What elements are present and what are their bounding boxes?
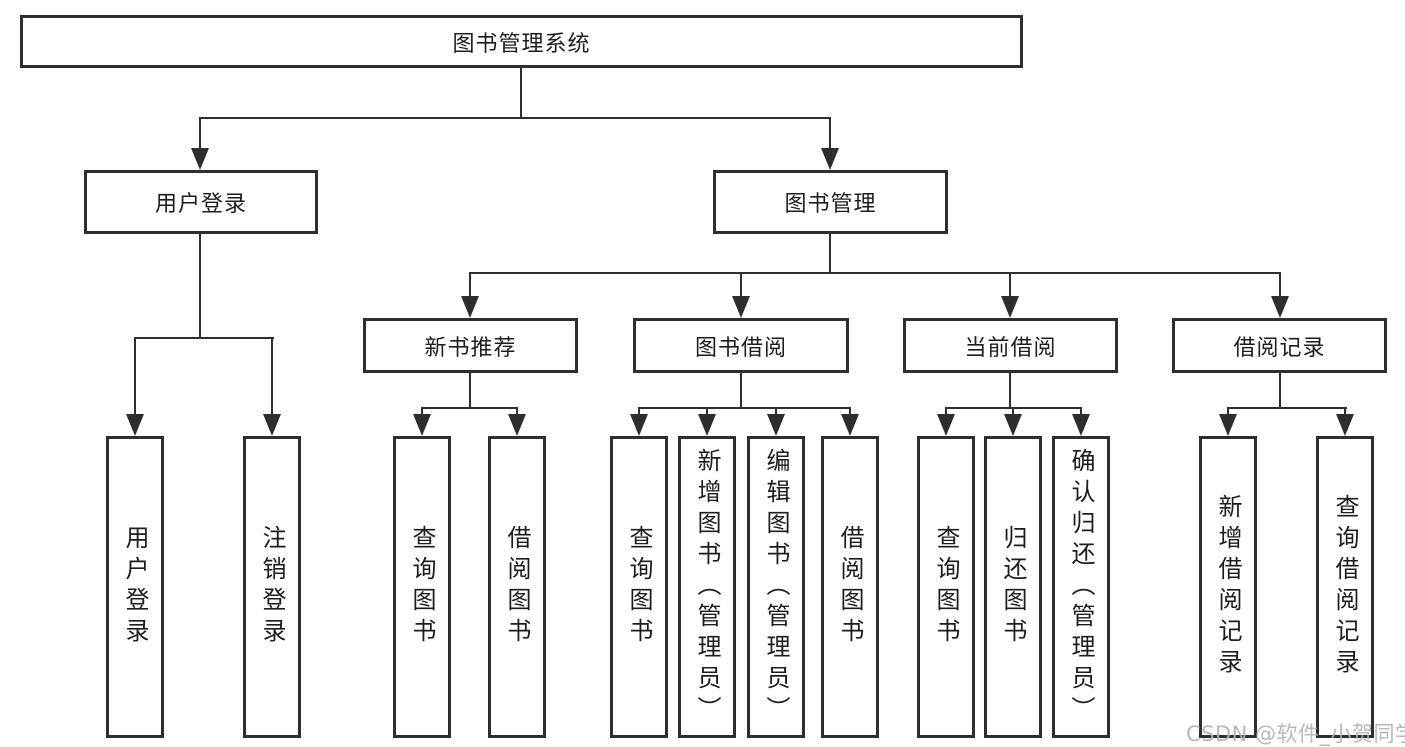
- arrow-down-icon: [1072, 414, 1090, 436]
- connector-stem: [775, 407, 777, 414]
- node-book-borrow: 图书借阅: [633, 318, 849, 373]
- leaf-logout: 注销登录: [243, 436, 301, 738]
- arrow-down-icon: [191, 148, 209, 170]
- connector-stem-borrow-records: [1279, 272, 1281, 296]
- connector-stem: [849, 407, 851, 414]
- connector-stem-login: [134, 337, 136, 414]
- leaf-newbook-borrow: 借阅图书: [488, 436, 546, 738]
- arrow-down-icon: [263, 414, 281, 436]
- connector-stem-book-borrow: [740, 272, 742, 296]
- connector-stem-book-management: [829, 117, 831, 150]
- arrow-down-icon: [698, 414, 716, 436]
- node-user-login: 用户登录: [84, 170, 318, 234]
- arrow-down-icon: [821, 148, 839, 170]
- arrow-down-icon: [630, 414, 648, 436]
- node-root: 图书管理系统: [20, 15, 1023, 68]
- connector-group1-hbar: [638, 407, 851, 409]
- connector-root-hbar: [199, 117, 831, 119]
- arrow-down-icon: [1336, 414, 1354, 436]
- connector-group2-stub: [1009, 373, 1011, 407]
- connector-stem-new-book: [469, 272, 471, 296]
- arrow-down-icon: [1001, 296, 1019, 318]
- arrow-down-icon: [937, 414, 955, 436]
- arrow-down-icon: [413, 414, 431, 436]
- leaf-newbook-query: 查询图书: [393, 436, 451, 738]
- arrow-down-icon: [126, 414, 144, 436]
- connector-stem: [516, 407, 518, 414]
- arrow-down-icon: [1004, 414, 1022, 436]
- connector-user-login-stub: [199, 234, 201, 337]
- connector-stem-current-borrow: [1009, 272, 1011, 296]
- connector-stem: [1080, 407, 1082, 414]
- arrow-down-icon: [461, 296, 479, 318]
- leaf-borrow-borrow: 借阅图书: [821, 436, 879, 738]
- leaf-current-confirm-admin: 确认归还（管理员）: [1052, 436, 1110, 738]
- connector-stem: [1227, 407, 1229, 414]
- leaf-records-query: 查询借阅记录: [1316, 436, 1374, 738]
- node-book-management: 图书管理: [713, 170, 948, 234]
- arrow-down-icon: [732, 296, 750, 318]
- arrow-down-icon: [841, 414, 859, 436]
- connector-root-stub: [520, 68, 522, 117]
- node-new-book-recommend: 新书推荐: [363, 318, 578, 373]
- connector-stem: [706, 407, 708, 414]
- connector-stem: [945, 407, 947, 414]
- leaf-current-return: 归还图书: [984, 436, 1042, 738]
- connector-group3-hbar: [1227, 407, 1347, 409]
- connector-group0-stub: [469, 373, 471, 407]
- leaf-borrow-query: 查询图书: [610, 436, 668, 738]
- connector-group0-hbar: [421, 407, 518, 409]
- leaf-borrow-add-admin: 新增图书（管理员）: [678, 436, 736, 738]
- arrow-down-icon: [1271, 296, 1289, 318]
- leaf-records-add: 新增借阅记录: [1199, 436, 1257, 738]
- leaf-borrow-edit-admin: 编辑图书（管理员）: [747, 436, 805, 738]
- connector-book-management-hbar: [469, 272, 1281, 274]
- csdn-watermark: CSDN @软件_小贺同学: [1186, 722, 1405, 746]
- connector-stem: [638, 407, 640, 414]
- connector-group3-stub: [1279, 373, 1281, 407]
- arrow-down-icon: [508, 414, 526, 436]
- connector-book-management-stub: [829, 234, 831, 272]
- node-borrow-records: 借阅记录: [1172, 318, 1387, 373]
- node-current-borrow: 当前借阅: [903, 318, 1118, 373]
- connector-stem: [1344, 407, 1346, 414]
- leaf-user-login: 用户登录: [106, 436, 164, 738]
- connector-stem-user-login: [199, 117, 201, 150]
- connector-user-login-hbar: [134, 337, 274, 339]
- arrow-down-icon: [767, 414, 785, 436]
- connector-stem: [1012, 407, 1014, 414]
- connector-stem: [421, 407, 423, 414]
- leaf-current-query: 查询图书: [917, 436, 975, 738]
- arrow-down-icon: [1219, 414, 1237, 436]
- connector-stem-logout: [271, 337, 273, 414]
- connector-group1-stub: [740, 373, 742, 407]
